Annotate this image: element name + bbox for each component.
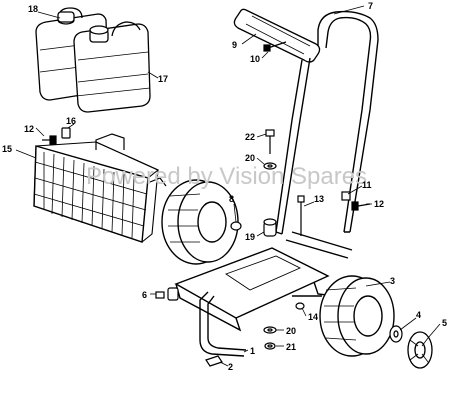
- canister-17: [73, 21, 151, 113]
- callout-numbers: 18 17 7 9 10 15 16 12 22 20 8 19 13 11 1…: [2, 1, 447, 372]
- bolt-22: [265, 129, 275, 154]
- handle-grip-9: [233, 8, 321, 63]
- screw-12-right: [351, 201, 371, 211]
- hub-washer-4: [389, 325, 403, 343]
- callout-15: 15: [2, 144, 12, 154]
- wheel-3: [319, 275, 395, 357]
- cap-8: [230, 221, 242, 231]
- screw-12-left: [42, 135, 57, 145]
- nut-21: [264, 342, 276, 350]
- wheel-left: [161, 179, 239, 265]
- foot-2: [205, 355, 223, 367]
- callout-8: 8: [229, 194, 234, 204]
- spacer-19: [263, 218, 277, 237]
- callout-20-top: 20: [245, 153, 255, 163]
- bolt-13: [297, 195, 305, 236]
- callout-6: 6: [142, 290, 147, 300]
- callout-9: 9: [232, 40, 237, 50]
- callout-4: 4: [416, 310, 421, 320]
- callout-20-bottom: 20: [286, 326, 296, 336]
- nut-14: [295, 302, 305, 310]
- callout-16: 16: [66, 116, 76, 126]
- callout-5: 5: [442, 318, 447, 328]
- washer-20-top: [263, 162, 277, 170]
- callout-21: 21: [286, 342, 296, 352]
- washer-20-bottom: [263, 326, 277, 334]
- callout-10: 10: [250, 54, 260, 64]
- nut-11: [341, 191, 351, 201]
- callout-14: 14: [308, 312, 318, 322]
- hubcap-5: [407, 331, 433, 369]
- leader-lines: [15, 5, 441, 367]
- callout-11: 11: [362, 180, 372, 190]
- callout-12-left: 12: [24, 124, 34, 134]
- clip-16: [61, 127, 71, 139]
- callout-18: 18: [28, 4, 38, 14]
- callout-1: 1: [250, 346, 255, 356]
- callout-12-right: 12: [374, 199, 384, 209]
- callout-19: 19: [245, 232, 255, 242]
- callout-2: 2: [228, 362, 233, 372]
- pin-6: [155, 287, 179, 301]
- callout-3: 3: [390, 276, 395, 286]
- callout-13: 13: [314, 194, 324, 204]
- screw-10: [263, 41, 287, 52]
- callout-22: 22: [245, 132, 255, 142]
- basket-15: [33, 133, 167, 243]
- callout-17: 17: [158, 74, 168, 84]
- watermark: Powered by Vision Spares: [86, 163, 367, 190]
- callout-7: 7: [368, 1, 373, 11]
- handle-7: [275, 10, 379, 259]
